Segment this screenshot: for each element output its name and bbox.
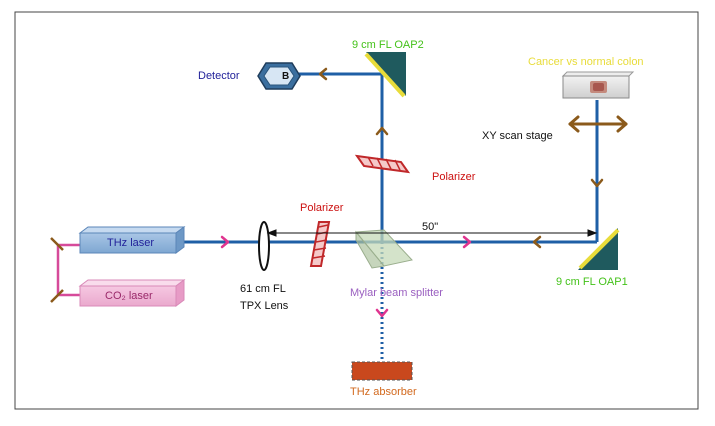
sample-label: Cancer vs normal colon: [528, 56, 644, 68]
thz-laser-box: [78, 226, 186, 254]
detector-letter: B: [282, 71, 290, 82]
arrow-pink-down: [375, 308, 389, 318]
co2-beam-path: [56, 243, 80, 297]
arrow-brown-down: [590, 178, 604, 188]
sample-slide: [561, 71, 635, 99]
arrow-pink-1: [220, 235, 230, 249]
oap1-label: 9 cm FL OAP1: [556, 276, 628, 288]
absorber-label: THz absorber: [350, 386, 417, 398]
arrow-brown-detector: [318, 67, 328, 81]
arrow-pink-2: [462, 235, 472, 249]
xy-stage-arrow: [568, 115, 628, 133]
beam-splitter-label: Mylar beam splitter: [350, 287, 443, 299]
distance-label: 50": [422, 221, 439, 233]
mylar-beam-splitter: [354, 229, 413, 269]
thz-absorber-block: [351, 361, 413, 381]
arrow-brown-left: [532, 235, 542, 249]
oap1-mirror: [578, 228, 620, 270]
arrow-brown-up: [375, 126, 389, 136]
detector-label: Detector: [198, 70, 240, 82]
distance-arrow: [266, 229, 598, 237]
polarizer-left-label: Polarizer: [300, 202, 344, 214]
lens-label-line2: TPX Lens: [240, 300, 289, 312]
beam-direction-arrows: [220, 67, 604, 318]
polarizer-top: [354, 154, 411, 174]
oap2-mirror: [364, 52, 406, 98]
detector-icon: [257, 62, 301, 90]
oap2-label: 9 cm FL OAP2: [352, 39, 424, 51]
xy-stage-label: XY scan stage: [482, 130, 553, 142]
thz-laser-label: THz laser: [107, 237, 155, 249]
tpx-lens: [258, 221, 270, 271]
co2-laser-label: CO₂ laser: [105, 290, 153, 302]
co2-laser-box: [78, 279, 186, 307]
polarizer-top-label: Polarizer: [432, 171, 476, 183]
lens-label-line1: 61 cm FL: [240, 283, 286, 295]
co2-folding-mirrors: [50, 237, 64, 303]
